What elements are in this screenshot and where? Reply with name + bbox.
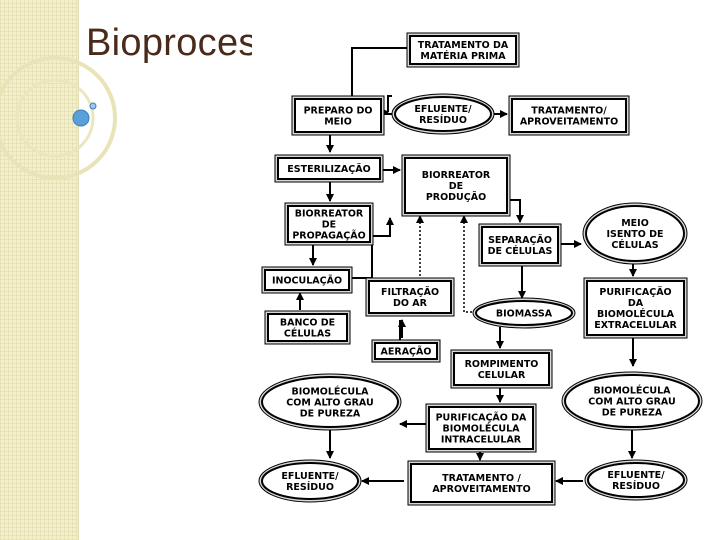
node-label: DO AR [393, 298, 428, 309]
node-label: DE [449, 181, 463, 192]
node-label: DA [628, 298, 644, 309]
node-label: BIOMASSA [496, 309, 553, 320]
node-inoculacao: INOCULAÇÃO [261, 266, 353, 294]
node-aeracao: AERAÇÃO [371, 339, 441, 363]
decorative-side-band [0, 0, 79, 540]
node-label: PRODUÇÃO [426, 192, 486, 203]
node-label: DE PUREZA [602, 408, 663, 419]
node-label: APROVEITAMENTO [432, 484, 530, 495]
node-label: PURIFICAÇÃO [599, 287, 671, 298]
node-label: COM ALTO GRAU [588, 397, 675, 408]
node-label: BIOMOLÉCULA [593, 385, 671, 397]
node-label: DE [322, 220, 336, 231]
node-label: BIORREATOR [295, 209, 364, 220]
node-label: EFLUENTE/ [281, 471, 339, 482]
node-label: BIOMOLÉCULA [597, 308, 675, 320]
node-label: INOCULAÇÃO [272, 276, 342, 287]
node-label: ROMPIMENTO [465, 359, 539, 370]
node-label: INTRACELULAR [441, 435, 522, 446]
bullet-dot-small [89, 102, 97, 110]
deco-ring-large [0, 56, 117, 180]
node-label: TRATAMENTO/ [531, 106, 607, 117]
deco-ring-small [15, 78, 95, 158]
node-label: RESÍDUO [612, 480, 660, 492]
node-label: MATÉRIA PRIMA [420, 50, 506, 62]
node-label: BANCO DE [280, 318, 335, 329]
decorative-circles [0, 56, 117, 180]
node-label: PROPAGAÇÃO [292, 231, 365, 242]
node-label: SEPARAÇÃO [488, 235, 552, 246]
node-biomassa: BIOMASSA [472, 297, 576, 329]
node-label: MEIO [621, 218, 649, 229]
node-tratamento-aproveitamento-top: TRATAMENTO/APROVEITAMENTO [508, 95, 630, 136]
node-label: EXTRACELULAR [594, 320, 677, 331]
node-label: APROVEITAMENTO [520, 117, 618, 128]
arrow-biorreator-to-separacao [510, 199, 524, 223]
node-label: CELULAR [478, 370, 526, 381]
node-label: CÉLULAS [284, 328, 331, 340]
node-label: PREPARO DO [304, 106, 373, 117]
node-label: TRATAMENTO / [442, 473, 521, 484]
node-label: EFLUENTE/ [607, 470, 665, 481]
node-label: ESTERILIZAÇÃO [287, 164, 370, 175]
node-label: ISENTO DE [606, 229, 663, 240]
arrow-preparo-stub [387, 95, 392, 112]
node-efluente-residuo-right: EFLUENTE/RESÍDUO [584, 459, 688, 501]
node-label: RESÍDUO [286, 481, 334, 493]
bullet-dot-large [72, 109, 90, 127]
node-tratamento-aproveitamento-bottom: TRATAMENTO /APROVEITAMENTO [407, 460, 556, 506]
node-label: COM ALTO GRAU [286, 398, 373, 409]
node-label: CÉLULAS [611, 239, 658, 251]
dashed-connectors [416, 215, 473, 313]
node-efluente-residuo-top: EFLUENTE/RESÍDUO [391, 93, 495, 135]
node-label: TRATAMENTO DA [418, 40, 509, 51]
node-label: DE PUREZA [300, 409, 361, 420]
node-label: BIOMOLÉCULA [442, 423, 520, 435]
node-label: MEIO [324, 117, 352, 128]
node-label: DE CÉLULAS [488, 245, 553, 257]
arrow-inoculacao-to-biorreator [371, 217, 394, 278]
node-label: RESÍDUO [419, 114, 467, 126]
node-esterilizacao: ESTERILIZAÇÃO [274, 154, 384, 183]
node-label: BIOMOLÉCULA [291, 386, 369, 398]
node-efluente-residuo-left: EFLUENTE/RESÍDUO [258, 459, 362, 503]
node-label: AERAÇÃO [381, 347, 432, 358]
node-label: EFLUENTE/ [414, 104, 472, 115]
node-label: PURIFICAÇÃO DA [436, 413, 527, 424]
node-label: BIORREATOR [422, 170, 491, 181]
node-label: FILTRAÇÃO [381, 287, 439, 298]
